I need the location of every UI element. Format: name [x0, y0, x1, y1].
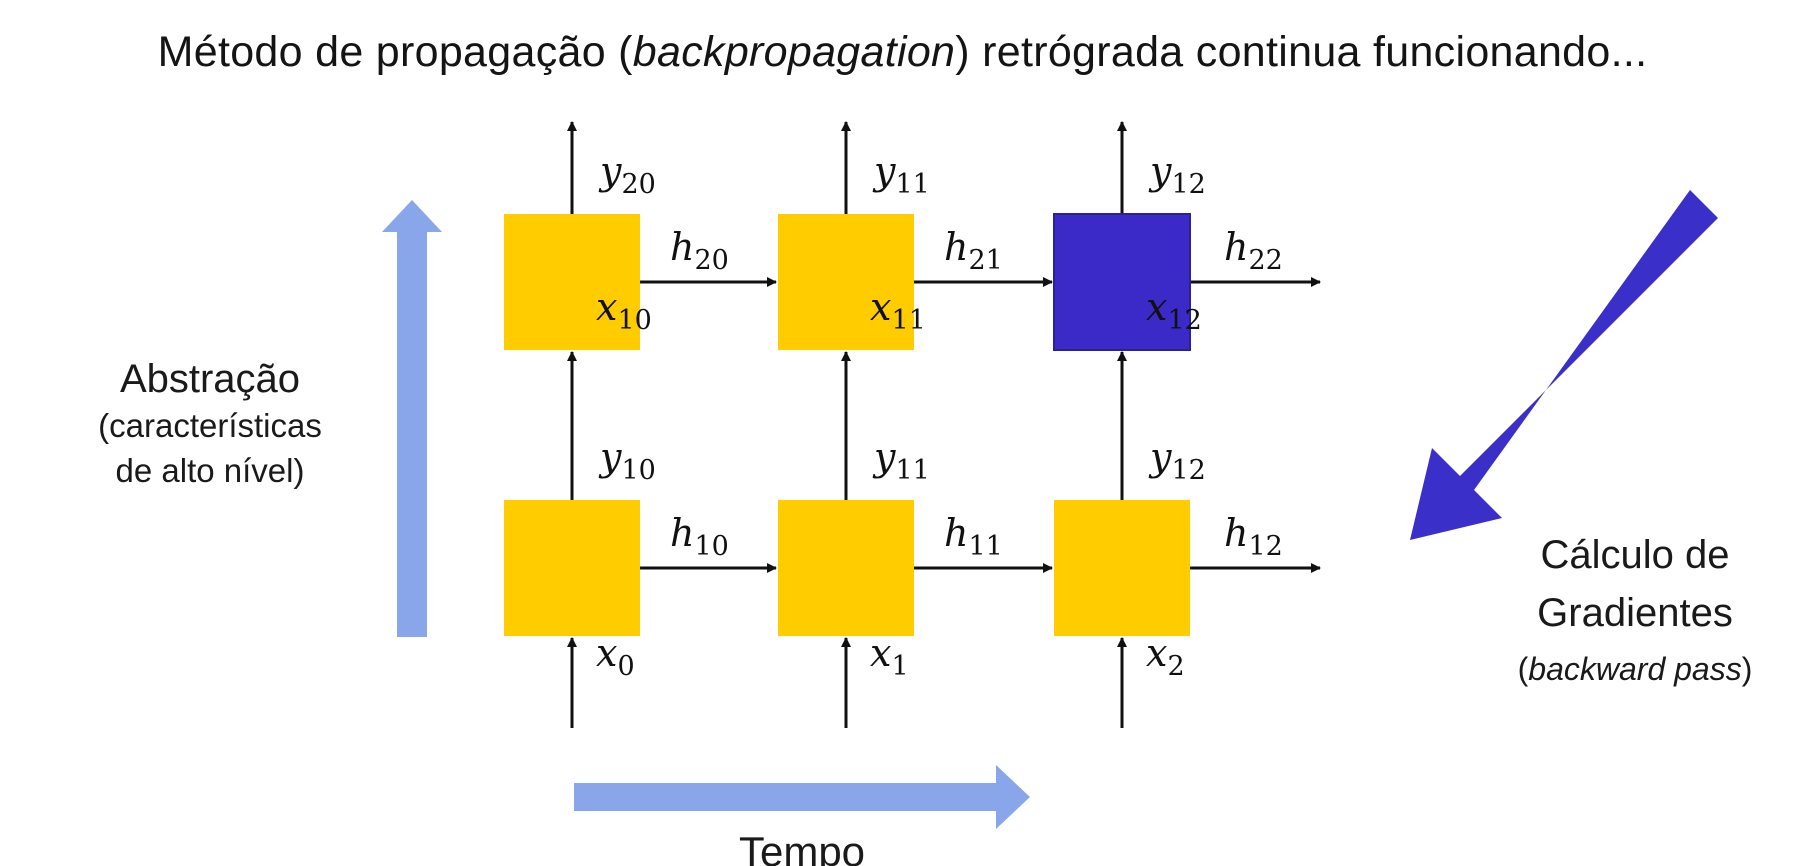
- backward-pass-arrow: [1410, 190, 1718, 540]
- input-label-layer1-step1-base: x: [870, 285, 891, 329]
- input-label-layer1-step2-subscript: 12: [1167, 305, 1201, 336]
- output-label-layer1-step0-base: y: [598, 149, 622, 193]
- hidden-label-layer0-step1-base: h: [944, 511, 968, 555]
- abstraction-sublabel-2: de alto nível): [116, 452, 305, 489]
- input-label-layer1-step0: x10: [596, 285, 652, 336]
- input-label-layer1-step1: x11: [870, 285, 926, 336]
- hidden-label-layer1-step0-base: h: [670, 225, 694, 269]
- output-label-layer0-step0-subscript: 10: [621, 455, 655, 486]
- hidden-label-layer1-step2-base: h: [1224, 225, 1248, 269]
- hidden-label-layer1-step1-subscript: 21: [968, 245, 1002, 276]
- output-label-layer0-step1: y11: [872, 435, 930, 486]
- output-label-layer1-step2-subscript: 12: [1171, 169, 1205, 200]
- input-label-layer1-step2: x12: [1146, 285, 1202, 336]
- title-suffix: ) retrógrada continua funcionando...: [955, 28, 1648, 76]
- abstraction-label: Abstração: [120, 357, 300, 401]
- abstraction-sublabel-1: (características: [98, 407, 322, 444]
- output-label-layer1-step1-base: y: [872, 149, 896, 193]
- hidden-label-layer1-step0: h20: [670, 225, 729, 276]
- title-prefix: Método de propagação (: [157, 28, 633, 76]
- output-label-layer1-step2-base: y: [1148, 149, 1172, 193]
- backward-pass-label: (backward pass): [1518, 651, 1753, 687]
- output-label-layer1-step2: y12: [1148, 149, 1206, 200]
- output-label-layer0-step0-base: y: [598, 435, 622, 479]
- hidden-label-layer1-step1-base: h: [944, 225, 968, 269]
- hidden-label-layer0-step0-subscript: 10: [694, 531, 728, 562]
- hidden-label-layer0-step0-base: h: [670, 511, 694, 555]
- hidden-label-layer1-step0-subscript: 20: [694, 245, 728, 276]
- input-label-layer0-step0-subscript: 0: [617, 651, 634, 682]
- rnn-cell-layer1-step2: [1053, 213, 1191, 351]
- hidden-label-layer1-step1: h21: [944, 225, 1003, 276]
- input-label-layer0-step1: x1: [870, 631, 909, 682]
- rnn-cell-layer0-step0: [504, 500, 640, 636]
- hidden-label-layer0-step2: h12: [1224, 511, 1283, 562]
- hidden-label-layer0-step1-subscript: 11: [968, 531, 1002, 562]
- page-title: Método de propagação (backpropagation) r…: [0, 28, 1805, 77]
- output-label-layer0-step2-subscript: 12: [1171, 455, 1205, 486]
- rnn-cell-layer0-step2: [1054, 500, 1190, 636]
- input-label-layer0-step1-base: x: [870, 631, 891, 675]
- input-label-layer0-step0-base: x: [596, 631, 617, 675]
- rnn-cell-layer1-step0: [504, 214, 640, 350]
- hidden-label-layer0-step0: h10: [670, 511, 729, 562]
- input-label-layer1-step2-base: x: [1146, 285, 1167, 329]
- input-label-layer0-step2-subscript: 2: [1167, 651, 1184, 682]
- hidden-label-layer1-step2-subscript: 22: [1248, 245, 1282, 276]
- input-label-layer1-step0-base: x: [596, 285, 617, 329]
- rnn-cell-layer0-step1: [778, 500, 914, 636]
- output-label-layer1-step0-subscript: 20: [621, 169, 655, 200]
- backward-pass-text: backward pass: [1528, 651, 1741, 687]
- gradient-label-1: Cálculo de: [1540, 533, 1729, 577]
- output-label-layer0-step1-subscript: 11: [895, 455, 929, 486]
- output-label-layer0-step2-base: y: [1148, 435, 1172, 479]
- time-arrow: [574, 765, 1030, 829]
- cell-grid: y20x10h20y11x11h21y12x12h22y10x0h10y11x1…: [504, 121, 1321, 728]
- input-label-layer0-step0: x0: [596, 631, 635, 682]
- output-label-layer1-step0: y20: [598, 149, 656, 200]
- backward-pass-open: (: [1518, 651, 1529, 687]
- input-label-layer0-step2-base: x: [1146, 631, 1167, 675]
- output-label-layer1-step1: y11: [872, 149, 930, 200]
- hidden-label-layer1-step2: h22: [1224, 225, 1283, 276]
- input-label-layer1-step0-subscript: 10: [617, 305, 651, 336]
- input-label-layer0-step1-subscript: 1: [891, 651, 908, 682]
- hidden-label-layer0-step1: h11: [944, 511, 1003, 562]
- hidden-label-layer0-step2-subscript: 12: [1248, 531, 1282, 562]
- input-label-layer1-step1-subscript: 11: [891, 305, 925, 336]
- gradient-label-2: Gradientes: [1537, 591, 1733, 635]
- time-label: Tempo: [739, 828, 865, 866]
- input-label-layer0-step2: x2: [1146, 631, 1185, 682]
- abstraction-arrow: [382, 200, 442, 637]
- output-label-layer0-step0: y10: [598, 435, 656, 486]
- backward-pass-close: ): [1742, 651, 1753, 687]
- output-label-layer1-step1-subscript: 11: [895, 169, 929, 200]
- hidden-label-layer0-step2-base: h: [1224, 511, 1248, 555]
- title-emphasis: backpropagation: [632, 28, 956, 76]
- rnn-cell-layer1-step1: [778, 214, 914, 350]
- output-label-layer0-step2: y12: [1148, 435, 1206, 486]
- output-label-layer0-step1-base: y: [872, 435, 896, 479]
